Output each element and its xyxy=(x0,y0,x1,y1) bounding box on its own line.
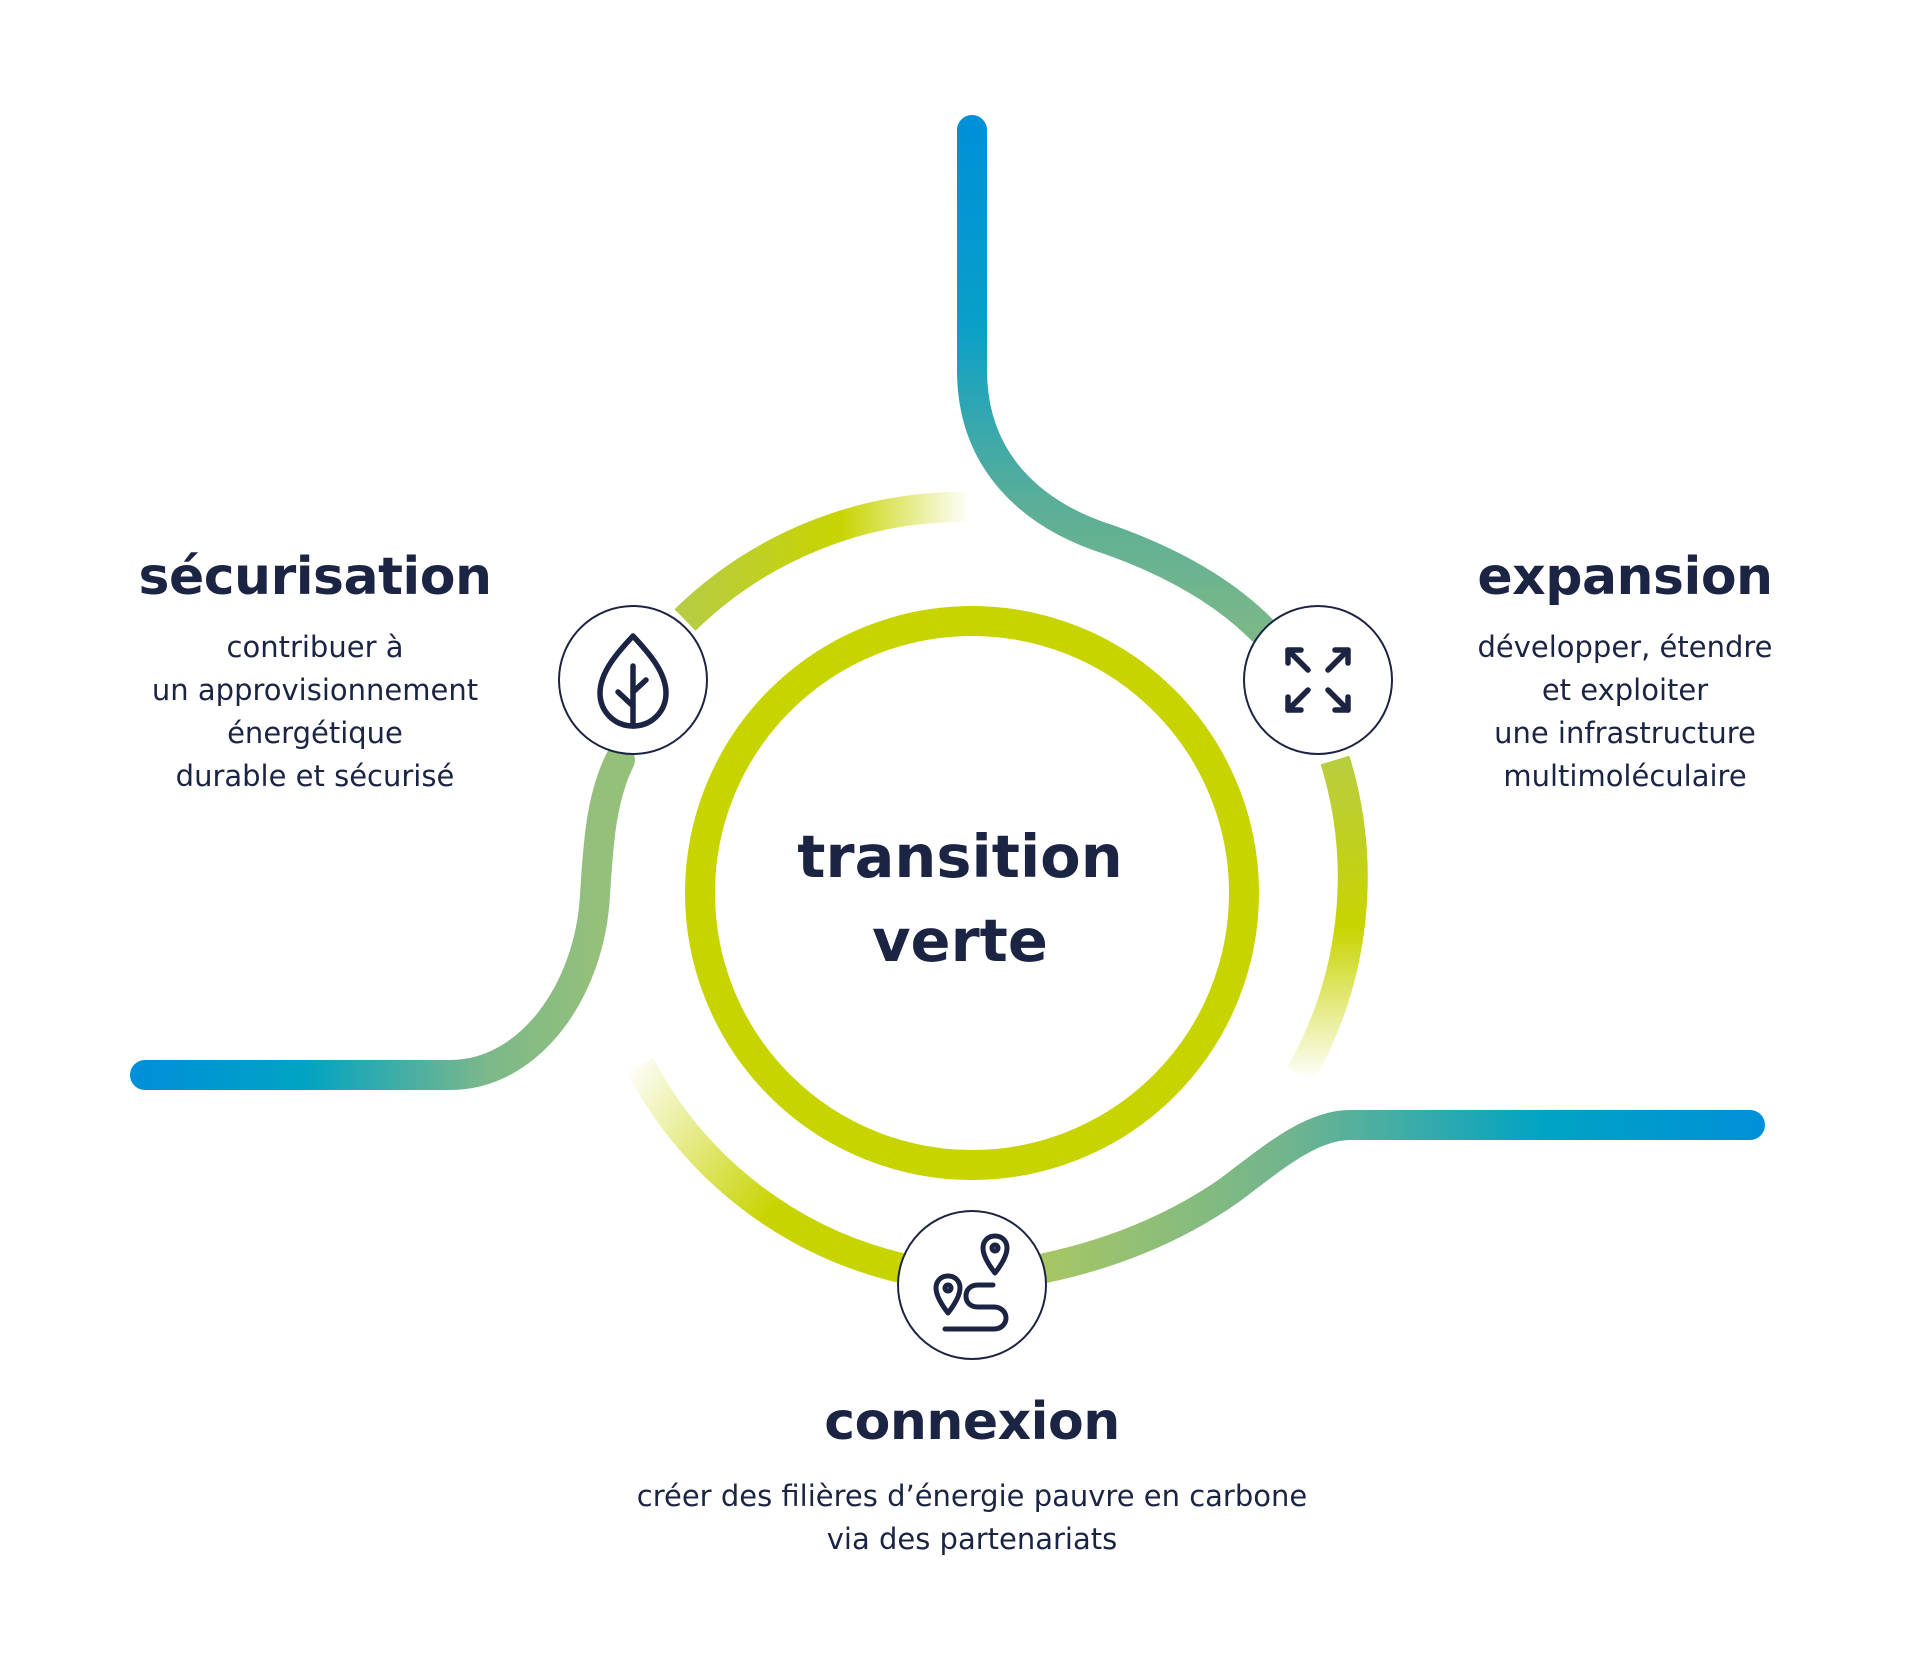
pillar-securisation: sécurisation contribuer à un approvision… xyxy=(110,547,520,798)
badge-securisation xyxy=(558,605,708,755)
pillar-title-expansion: expansion xyxy=(1477,547,1773,607)
ring-arc-bottom xyxy=(626,1058,914,1285)
desc-line: développer, étendre xyxy=(1477,629,1773,664)
route-pins-icon xyxy=(933,1233,1010,1332)
desc-line: multimoléculaire xyxy=(1503,758,1747,793)
pillar-desc-securisation: contribuer à un approvisionnement énergé… xyxy=(110,626,520,798)
pillar-title-connexion: connexion xyxy=(824,1392,1120,1452)
pillar-title-securisation: sécurisation xyxy=(138,547,493,607)
center-title-line1: transition xyxy=(797,822,1123,891)
pipe-left xyxy=(130,745,635,1090)
pillar-connexion: connexion créer des filières d’énergie p… xyxy=(560,1392,1384,1561)
badge-expansion xyxy=(1243,605,1393,755)
desc-line: énergétique xyxy=(227,715,403,750)
desc-line: et exploiter xyxy=(1541,672,1709,707)
desc-line: contribuer à xyxy=(226,629,404,664)
center-title: transition verte xyxy=(760,815,1160,983)
pillar-expansion: expansion développer, étendre et exploit… xyxy=(1420,547,1830,798)
desc-line: une infrastructure xyxy=(1494,715,1756,750)
desc-line: via des partenariats xyxy=(826,1521,1118,1556)
ring-arc-top xyxy=(674,491,971,631)
badge-connexion xyxy=(897,1210,1047,1360)
pillar-desc-expansion: développer, étendre et exploiter une inf… xyxy=(1420,626,1830,798)
pipe-right xyxy=(1030,1110,1765,1283)
desc-line: un approvisionnement xyxy=(151,672,479,707)
center-title-line2: verte xyxy=(872,906,1048,975)
ring-arc-right xyxy=(1286,755,1368,1083)
leaf-icon xyxy=(597,633,669,729)
pillar-desc-connexion: créer des filières d’énergie pauvre en c… xyxy=(560,1475,1384,1561)
pipe-top xyxy=(957,115,1295,665)
desc-line: durable et sécurisé xyxy=(175,758,455,793)
expand-arrows-icon xyxy=(1285,647,1351,713)
inner-ring xyxy=(685,606,1259,1180)
desc-line: créer des filières d’énergie pauvre en c… xyxy=(636,1478,1308,1513)
